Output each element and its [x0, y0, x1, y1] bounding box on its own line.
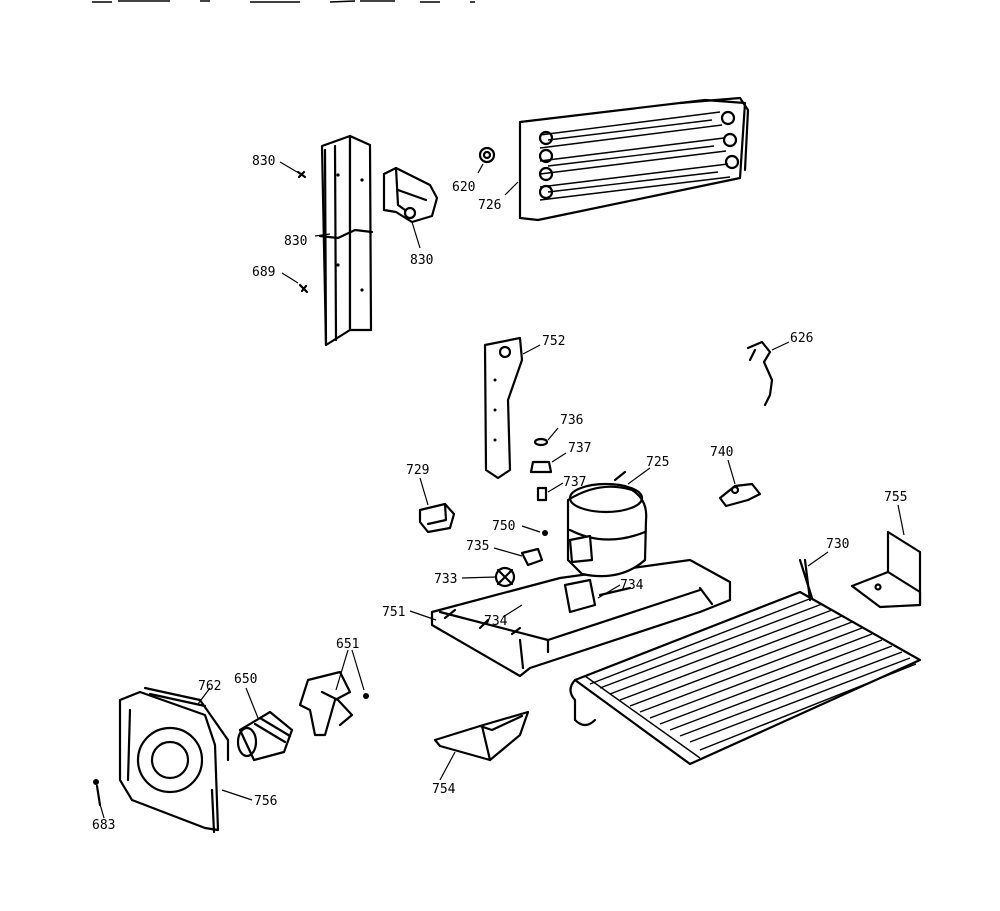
- screw-683: [93, 779, 102, 807]
- callout-726: 726: [478, 198, 501, 213]
- callout-736: 736: [560, 413, 583, 428]
- callout-830-hinge: 830: [410, 253, 433, 268]
- callout-689: 689: [252, 265, 275, 280]
- callout-620: 620: [452, 180, 475, 195]
- callout-651: 651: [336, 637, 359, 652]
- callout-751: 751: [382, 605, 405, 620]
- callout-683: 683: [92, 818, 115, 833]
- callout-729: 729: [406, 463, 429, 478]
- callout-626: 626: [790, 331, 813, 346]
- overload-part: [494, 566, 516, 588]
- spring-clip-part: [718, 482, 762, 508]
- screw-750: [542, 530, 548, 536]
- channel-bracket-part: [318, 134, 374, 347]
- callout-734-left: 734: [484, 614, 508, 629]
- coil-end-loops: [538, 110, 740, 200]
- callout-650: 650: [234, 672, 257, 687]
- callout-762: 762: [198, 679, 221, 694]
- fan-shroud-part: [118, 686, 230, 834]
- callout-756: 756: [254, 794, 277, 809]
- drain-pan-part: [433, 710, 530, 762]
- mounting-strap-part: [483, 336, 524, 480]
- callout-737-lower: 737: [563, 475, 586, 490]
- callout-725: 725: [646, 455, 669, 470]
- header-scan-fragment: [92, 0, 475, 3]
- drain-coil-part: [569, 558, 922, 766]
- callout-735: 735: [466, 539, 489, 554]
- callout-labels: 830 830 830 689 620 726 752 626 736 737 …: [92, 154, 907, 833]
- callout-754: 754: [432, 782, 456, 797]
- callout-830-mid: 830: [284, 234, 307, 249]
- coil-tubes: [574, 591, 921, 765]
- fan-blade-part: [298, 670, 369, 737]
- fan-motor-part: [236, 710, 294, 762]
- callout-752: 752: [542, 334, 565, 349]
- screw-parts: [296, 170, 309, 294]
- callout-733: 733: [434, 572, 457, 587]
- condenser-coil-part: [518, 96, 750, 222]
- compressor-part: [566, 470, 648, 578]
- angle-bracket-part: [850, 530, 922, 609]
- callout-830-top: 830: [252, 154, 275, 169]
- callout-750: 750: [492, 519, 515, 534]
- relay-part: [418, 502, 456, 534]
- hinge-block-part: [382, 166, 439, 224]
- clip-735: [520, 547, 544, 567]
- callout-737-upper: 737: [568, 441, 591, 456]
- cord-clip-part: [746, 340, 774, 407]
- callout-740: 740: [710, 445, 733, 460]
- callout-755: 755: [884, 490, 907, 505]
- mount-hardware-parts: [529, 437, 553, 502]
- leader-lines: [99, 161, 905, 819]
- callout-734-right: 734: [620, 578, 644, 593]
- callout-730: 730: [826, 537, 849, 552]
- grommet-part: [478, 146, 496, 164]
